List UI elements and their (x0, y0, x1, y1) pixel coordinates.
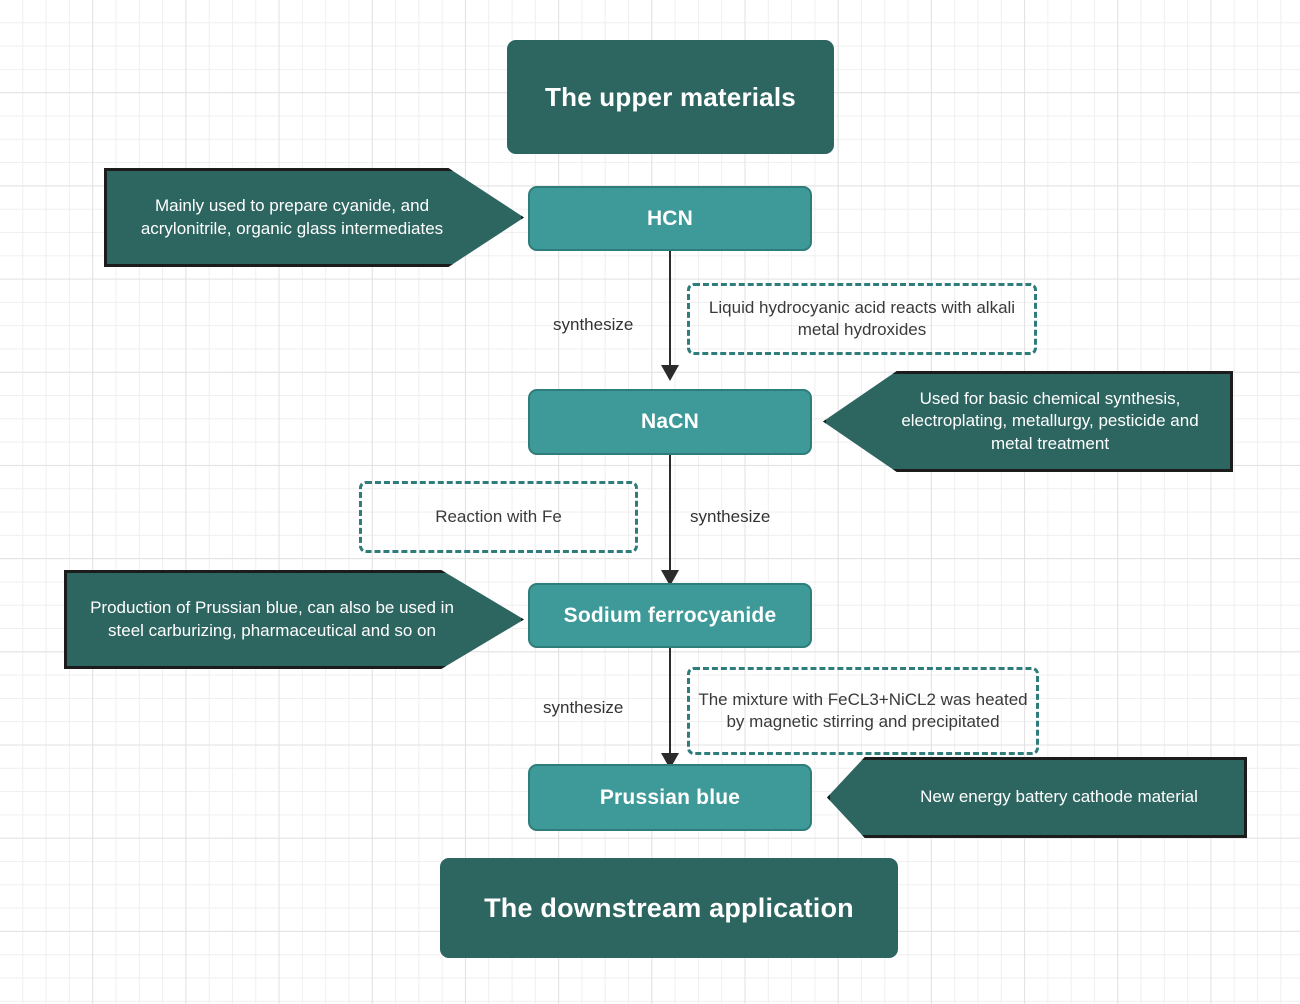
edge-label-synthesize-1: synthesize (553, 315, 634, 334)
node-upper-materials-label: The upper materials (545, 81, 796, 112)
note-sfc-pb[interactable]: The mixture with FeCL3+NiCL2 was heated … (687, 667, 1039, 755)
node-prussian-blue-label: Prussian blue (599, 785, 741, 809)
callout-nacn-uses[interactable]: Used for basic chemical synthesis, elect… (823, 371, 1233, 472)
callout-pb-uses[interactable]: New energy battery cathode material (827, 757, 1247, 838)
note-sfc-pb-label: The mixture with FeCL3+NiCL2 was heated … (698, 689, 1028, 731)
note-nacn-sfc[interactable]: Reaction with Fe (359, 481, 638, 553)
node-sodium-ferrocyanide-label: Sodium ferrocyanide (563, 603, 777, 627)
node-nacn[interactable]: NaCN (528, 389, 812, 455)
node-sodium-ferrocyanide[interactable]: Sodium ferrocyanide (528, 583, 812, 648)
node-downstream-application-label: The downstream application (484, 892, 854, 923)
note-hcn-nacn-label: Liquid hydrocyanic acid reacts with alka… (708, 297, 1016, 339)
node-nacn-label: NaCN (641, 410, 699, 433)
arrowhead-hcn-nacn (661, 365, 679, 381)
callout-sfc-uses[interactable]: Production of Prussian blue, can also be… (64, 570, 524, 669)
node-upper-materials[interactable]: The upper materials (507, 40, 834, 154)
note-nacn-sfc-label: Reaction with Fe (435, 506, 562, 526)
node-prussian-blue[interactable]: Prussian blue (528, 764, 812, 831)
node-hcn[interactable]: HCN (528, 186, 812, 251)
connector-hcn-nacn (669, 251, 671, 367)
arrowhead-nacn-sfc (661, 570, 679, 586)
edge-label-synthesize-2: synthesize (690, 507, 771, 526)
connector-nacn-sfc (669, 455, 671, 572)
callout-hcn-uses[interactable]: Mainly used to prepare cyanide, and acry… (104, 168, 524, 267)
edge-label-synthesize-3: synthesize (543, 698, 624, 717)
note-hcn-nacn[interactable]: Liquid hydrocyanic acid reacts with alka… (687, 283, 1037, 355)
callout-sfc-uses-label: Production of Prussian blue, can also be… (90, 598, 454, 640)
callout-nacn-uses-label: Used for basic chemical synthesis, elect… (901, 388, 1199, 453)
callout-hcn-uses-label: Mainly used to prepare cyanide, and acry… (140, 196, 444, 238)
node-hcn-label: HCN (646, 206, 694, 230)
callout-pb-uses-label: New energy battery cathode material (920, 787, 1198, 807)
node-downstream-application[interactable]: The downstream application (440, 858, 898, 958)
connector-sfc-pb (669, 648, 671, 758)
